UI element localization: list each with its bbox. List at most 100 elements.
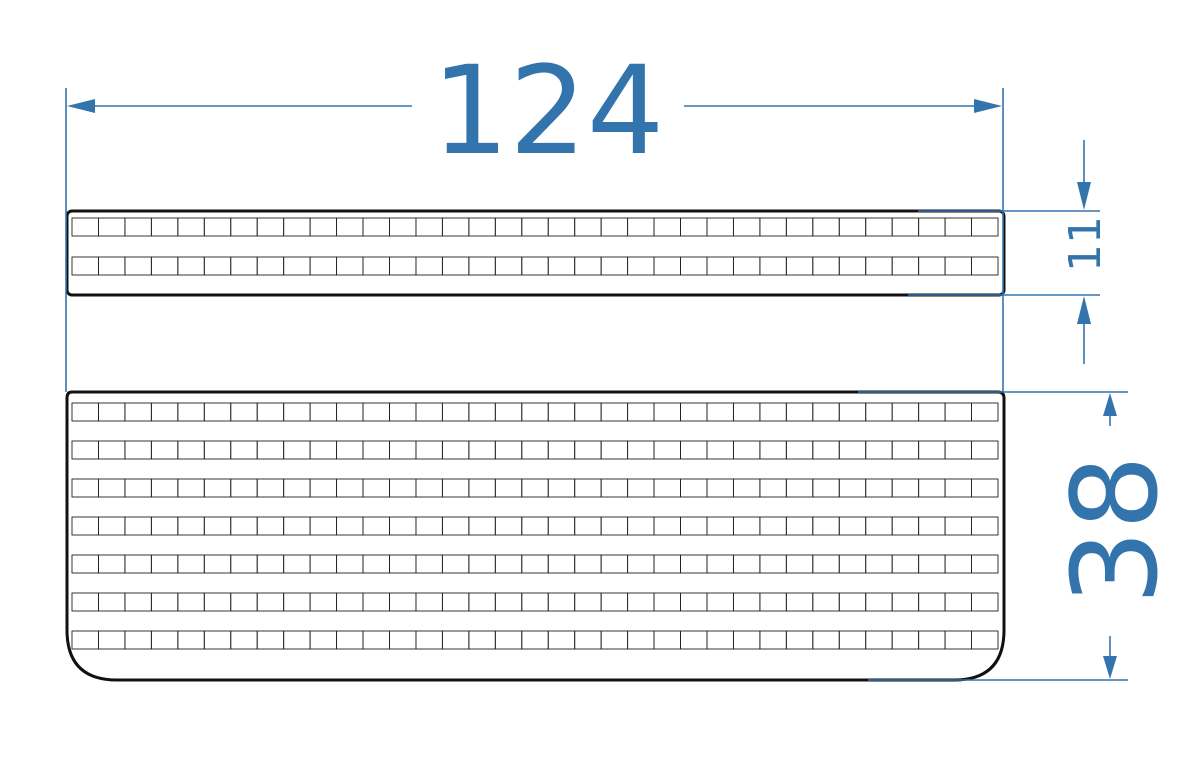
- grid-cell: [812, 217, 840, 237]
- grid-cell: [706, 478, 734, 498]
- grid-cell: [759, 516, 787, 536]
- grid-cell: [124, 478, 152, 498]
- grid-cell: [653, 516, 681, 536]
- grid-cell: [309, 516, 338, 536]
- grid-cell: [468, 516, 496, 536]
- grid-cell: [309, 478, 338, 498]
- grid-cell: [547, 630, 576, 650]
- grid-cell: [732, 217, 761, 237]
- grid-cell: [256, 402, 285, 422]
- grid-cell: [415, 630, 443, 650]
- grid-cell: [574, 256, 602, 276]
- grid-cell: [891, 592, 920, 612]
- grid-cell: [256, 630, 285, 650]
- grid-cell: [150, 516, 179, 536]
- grid-cell: [600, 217, 629, 237]
- grid-cell: [203, 516, 232, 536]
- grid-cell: [203, 554, 232, 574]
- grid-cell: [283, 402, 311, 422]
- grid-cell: [759, 478, 787, 498]
- grid-cell: [944, 554, 973, 574]
- grid-cell: [177, 554, 205, 574]
- grid-cell: [415, 402, 443, 422]
- grid-cell: [71, 478, 99, 498]
- grid-cell: [653, 478, 681, 498]
- grid-cell: [494, 478, 523, 498]
- grid-cell: [362, 256, 390, 276]
- grid-cell: [283, 478, 311, 498]
- grid-cell: [944, 592, 973, 612]
- grid-cell: [124, 516, 152, 536]
- grid-cell: [627, 516, 655, 536]
- grid-cell: [838, 554, 867, 574]
- grid-cell: [785, 554, 814, 574]
- grid-cell: [971, 440, 999, 460]
- grid-cell: [98, 516, 126, 536]
- grid-cell: [441, 478, 470, 498]
- grid-cell: [362, 402, 390, 422]
- grid-cell: [71, 630, 99, 650]
- grid-cell: [812, 630, 840, 650]
- grid-cell: [785, 592, 814, 612]
- grid-cell: [468, 630, 496, 650]
- grid-cell: [336, 554, 364, 574]
- grid-cell: [812, 256, 840, 276]
- grid-cell: [706, 256, 734, 276]
- grid-cell: [256, 478, 285, 498]
- grid-cell: [124, 217, 152, 237]
- grid-cell: [918, 256, 946, 276]
- grid-cell: [547, 217, 576, 237]
- grid-cell: [415, 440, 443, 460]
- grid-cell: [759, 554, 787, 574]
- grid-cell: [627, 440, 655, 460]
- grid-cell: [203, 440, 232, 460]
- grid-cell: [415, 554, 443, 574]
- grid-cell: [971, 554, 999, 574]
- grid-cell: [71, 402, 99, 422]
- grid-cell: [732, 402, 761, 422]
- grid-cell: [256, 592, 285, 612]
- grid-cell: [680, 554, 708, 574]
- bottom-height-dimension-label: 38: [1046, 455, 1184, 605]
- grid-cell: [177, 592, 205, 612]
- grid-cell: [547, 592, 576, 612]
- grid-cell: [891, 402, 920, 422]
- grid-cell: [309, 217, 338, 237]
- grid-cell: [627, 554, 655, 574]
- grid-cell: [627, 630, 655, 650]
- grid-cell: [574, 402, 602, 422]
- grid-cell: [256, 516, 285, 536]
- grid-cell: [653, 592, 681, 612]
- grid-cell: [918, 516, 946, 536]
- grid-cell: [336, 440, 364, 460]
- grid-cell: [203, 630, 232, 650]
- grid-cell: [574, 554, 602, 574]
- grid-cell: [256, 440, 285, 460]
- grid-cell: [521, 592, 549, 612]
- grid-cell: [283, 630, 311, 650]
- grid-cell: [468, 256, 496, 276]
- grid-cell: [759, 402, 787, 422]
- grid-cell: [680, 630, 708, 650]
- grid-cell: [309, 402, 338, 422]
- grid-cell: [468, 217, 496, 237]
- grid-cell: [521, 630, 549, 650]
- grid-cell: [891, 478, 920, 498]
- grid-cell: [177, 217, 205, 237]
- grid-cell: [574, 630, 602, 650]
- bottom-height-arrowhead-upper: [1103, 393, 1117, 416]
- grid-cell: [283, 592, 311, 612]
- grid-cell: [812, 592, 840, 612]
- grid-cell: [627, 402, 655, 422]
- grid-cell: [389, 516, 417, 536]
- grid-cell: [256, 256, 285, 276]
- grid-cell: [362, 592, 390, 612]
- dimension-lines: [65, 88, 1128, 681]
- grid-cell: [759, 217, 787, 237]
- grid-cell: [891, 554, 920, 574]
- grid-cell: [230, 478, 258, 498]
- grid-cell: [124, 440, 152, 460]
- grid-cell: [256, 554, 285, 574]
- grid-cell: [838, 478, 867, 498]
- grid-cell: [98, 440, 126, 460]
